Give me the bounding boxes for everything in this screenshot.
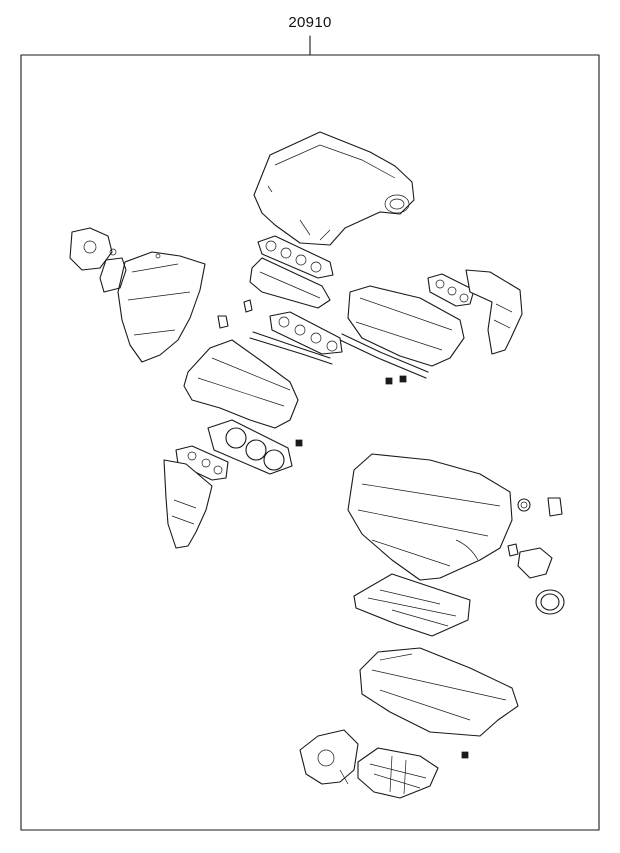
small-seal-c [295,439,303,447]
small-gasket-b [243,299,253,313]
cylinder-head-gasket-left [207,419,293,475]
oil-pan-upper [359,647,519,737]
exhaust-gasket-right [427,273,475,307]
small-bolt-a [385,377,393,385]
oil-filter-housing [299,729,359,785]
valve-cover-left [183,339,299,429]
bedplate-gasket [353,573,471,637]
exhaust-manifold-left [163,459,213,549]
intake-gasket-upper [257,235,334,279]
exhaust-gasket-middle [269,311,343,355]
exhaust-manifold-right [465,269,523,355]
part-number-label: 20910 [288,14,332,31]
thermostat-gasket [99,248,127,293]
water-pump-housing [69,227,113,271]
small-bolt-b [399,375,407,383]
gasket-small-d [507,543,519,557]
drain-plug [461,751,469,759]
timing-cover-left [117,251,206,363]
plug-bolt [547,497,563,517]
kit-frame [20,54,600,831]
oil-pan-lower [357,747,439,799]
valve-cover-right [347,285,465,367]
valve-cover-gasket-strips [249,331,429,379]
intake-manifold-upper [253,131,415,246]
rear-main-seal [535,589,565,615]
engine-block-lower [347,453,513,581]
oil-seal-ring-small [517,498,531,512]
oil-pump-bracket [517,547,553,579]
small-gasket-a [217,315,229,329]
intake-plenum-plate [249,257,331,309]
